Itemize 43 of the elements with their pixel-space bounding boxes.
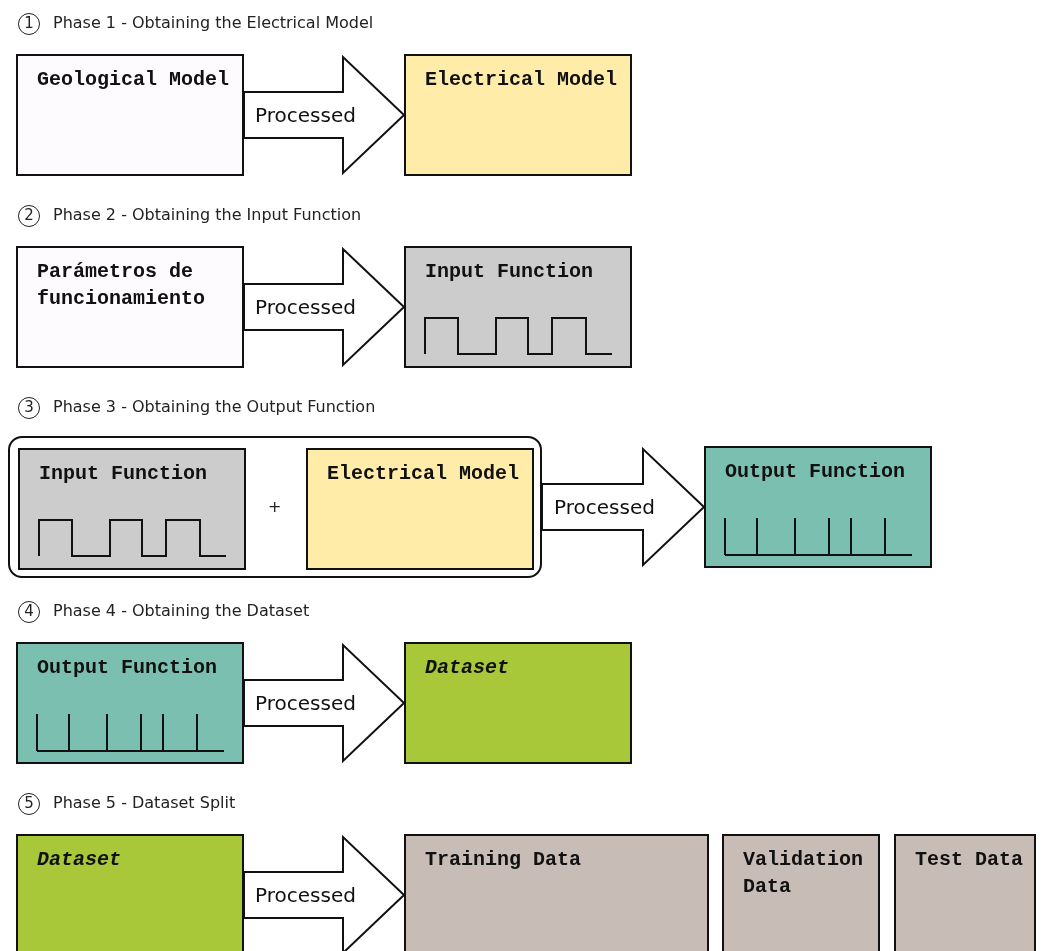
- box-title: Training Data: [425, 847, 583, 873]
- process-box: [16, 54, 244, 176]
- block-arrow: [243, 642, 406, 764]
- process-box: [722, 834, 880, 951]
- phase-heading: Phase 3 - Obtaining the Output Function: [53, 397, 376, 416]
- edge-label: Processed: [254, 691, 357, 715]
- process-box: [16, 246, 244, 368]
- process-box: [16, 642, 244, 764]
- block-arrow: [243, 834, 406, 951]
- block-arrow: [243, 54, 406, 176]
- box-title: Test Data: [915, 847, 1025, 873]
- box-title: Input Function: [425, 259, 595, 285]
- edge-label: Processed: [254, 883, 357, 907]
- box-title: Geological Model: [37, 67, 231, 93]
- process-box: [16, 834, 244, 951]
- box-title: Dataset: [37, 847, 122, 873]
- phase-heading: Phase 2 - Obtaining the Input Function: [53, 205, 362, 224]
- process-box: [404, 54, 632, 176]
- process-box: [404, 246, 632, 368]
- process-box: [404, 642, 632, 764]
- phase-heading: Phase 1 - Obtaining the Electrical Model: [53, 13, 374, 32]
- process-box: [306, 448, 534, 570]
- process-box: [704, 446, 932, 568]
- edge-label: Processed: [254, 295, 357, 319]
- edge-label: Processed: [254, 103, 357, 127]
- box-title: Validation Data: [743, 847, 865, 900]
- phase-heading: Phase 4 - Obtaining the Dataset: [53, 601, 310, 620]
- box-title: Dataset: [425, 655, 510, 681]
- box-title: Electrical Model: [425, 67, 619, 93]
- box-title: Electrical Model: [327, 461, 521, 487]
- box-title: Output Function: [725, 459, 907, 485]
- process-box: [18, 448, 246, 570]
- process-box: [404, 834, 709, 951]
- edge-label: Processed: [553, 495, 656, 519]
- process-box: [894, 834, 1036, 951]
- box-title: Parámetros de funcionamiento: [37, 259, 207, 312]
- group-frame: [8, 436, 542, 578]
- box-title: Output Function: [37, 655, 219, 681]
- plus-sign: +: [268, 497, 282, 516]
- box-title: Input Function: [39, 461, 209, 487]
- phase-heading: Phase 5 - Dataset Split: [53, 793, 236, 812]
- block-arrow: [541, 446, 706, 568]
- block-arrow: [243, 246, 406, 368]
